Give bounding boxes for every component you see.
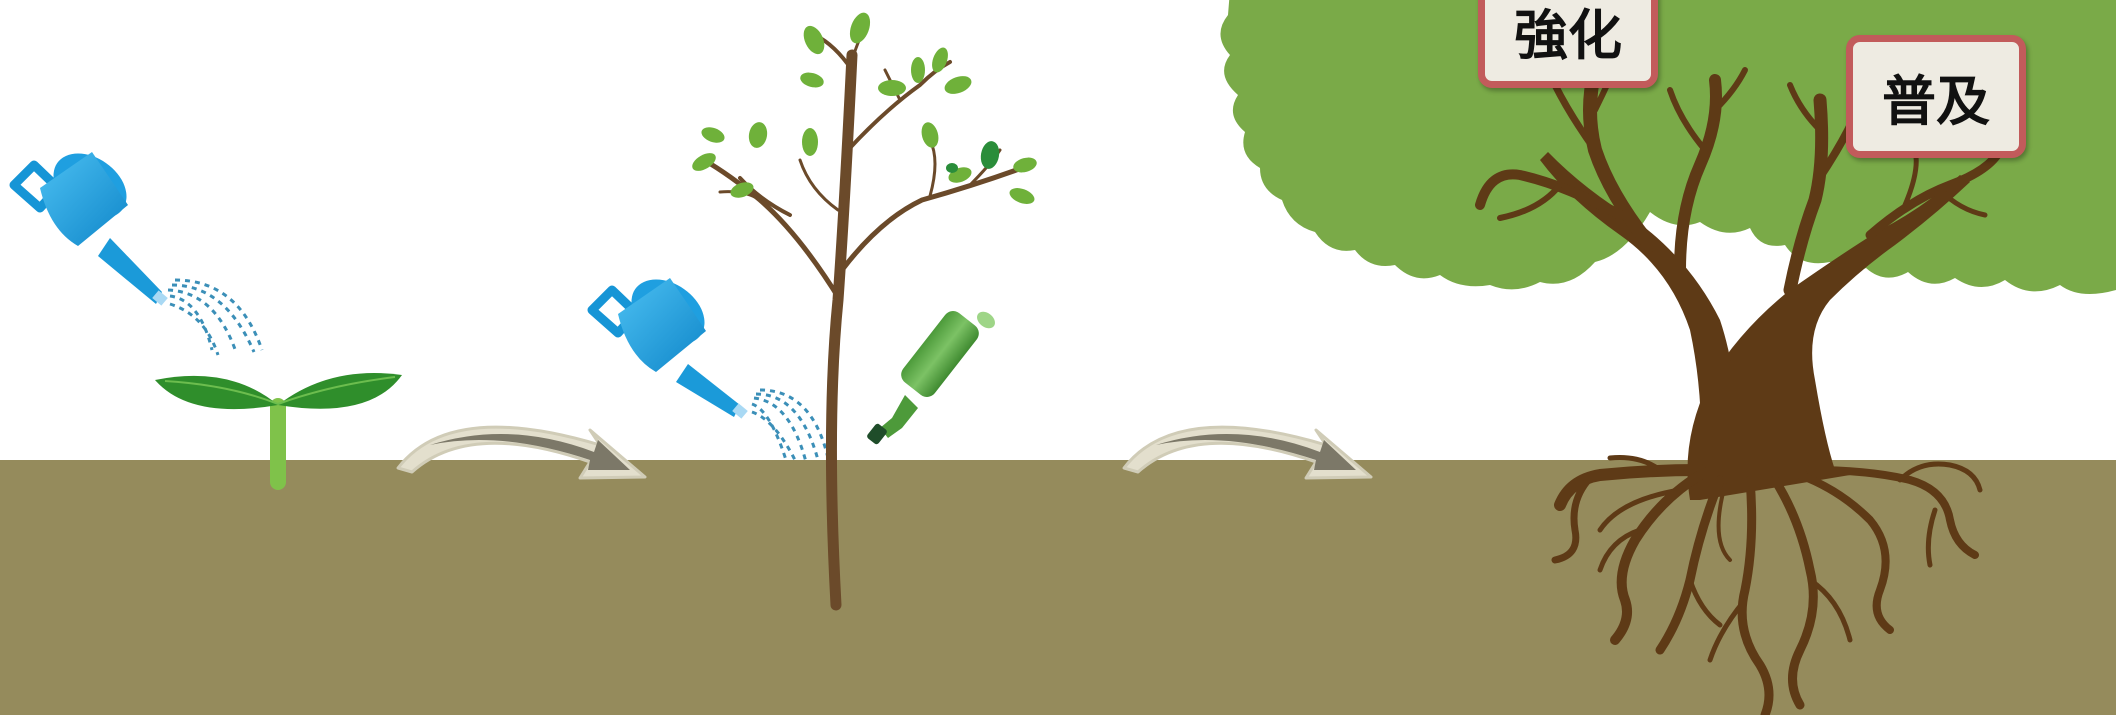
- watering-can-icon: [14, 140, 168, 306]
- watering-can-icon: [592, 266, 748, 419]
- water-droplets: [752, 390, 828, 462]
- water-droplets: [168, 280, 262, 355]
- label-strengthen: 強化: [1478, 0, 1658, 88]
- label-spread: 普及: [1846, 35, 2026, 158]
- fertilizer-bottle-icon: [866, 307, 998, 445]
- soil-ground: [0, 460, 2116, 715]
